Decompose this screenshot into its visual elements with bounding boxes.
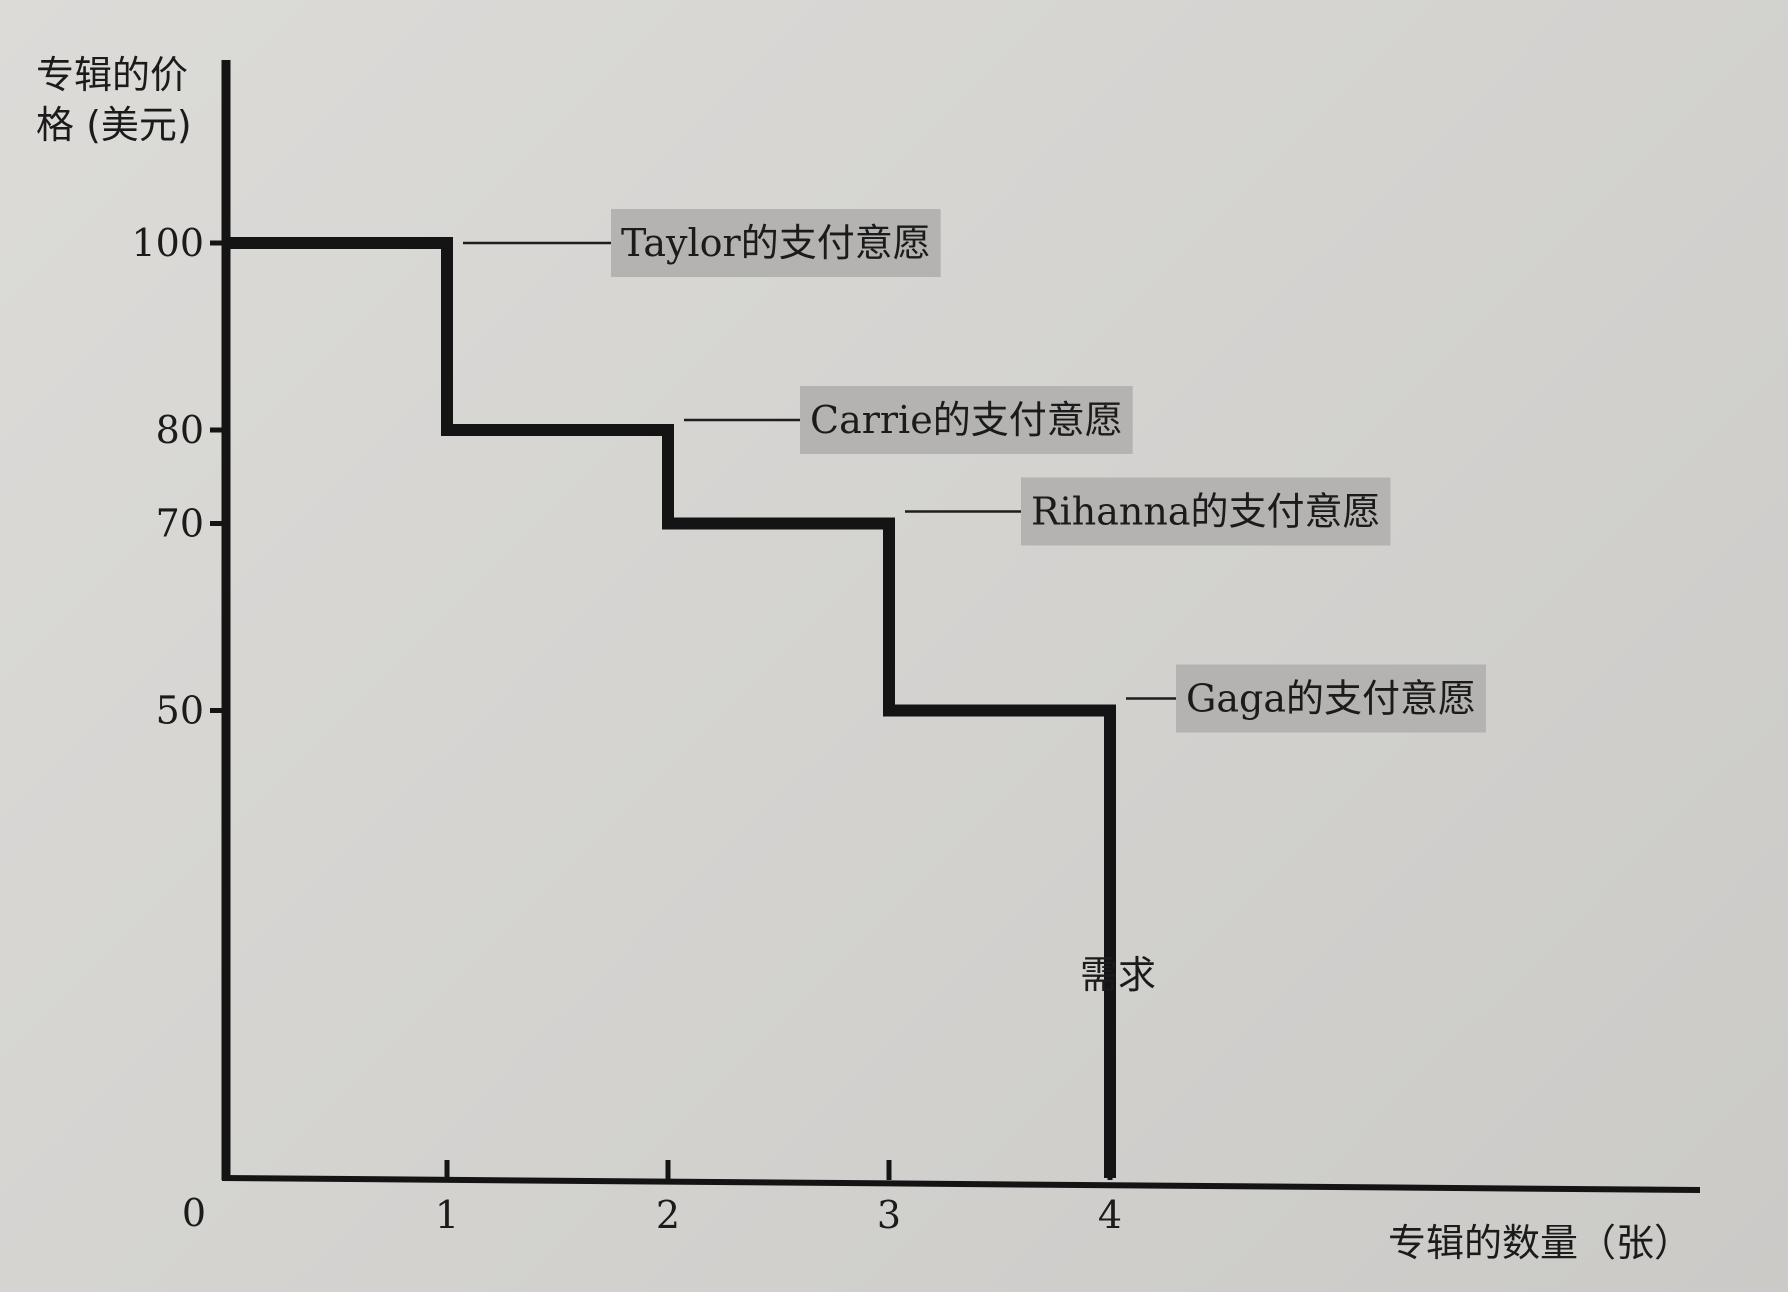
x-axis-title: 专辑的数量（张） (1388, 1221, 1692, 1265)
y-axis-title-line1: 专辑的价 (36, 53, 188, 97)
wtp-annotation-4: Gaga的支付意愿 (1126, 664, 1486, 733)
annotation-label-box (1176, 664, 1486, 733)
y-axis-title-line2: 格 (美元) (36, 103, 192, 147)
y-tick-label-70: 70 (156, 502, 204, 546)
y-tick-label-100: 100 (131, 221, 204, 265)
x-tick-label-3: 3 (877, 1193, 901, 1237)
wtp-annotation-1: Taylor的支付意愿 (463, 209, 941, 277)
x-tick-label-2: 2 (656, 1193, 680, 1237)
y-tick-label-80: 80 (156, 408, 204, 452)
annotation-label: Carrie的支付意愿 (810, 398, 1123, 442)
wtp-annotation-3: Rihanna的支付意愿 (905, 477, 1391, 546)
demand-step-line (226, 237, 1116, 1178)
x-axis (221, 1175, 1701, 1193)
annotation-label-box (1021, 477, 1391, 546)
annotation-label: Gaga的支付意愿 (1186, 677, 1476, 721)
origin-label: 0 (182, 1191, 206, 1235)
x-tick-label-4: 4 (1098, 1193, 1122, 1237)
demand-curve-label: 需求 (1080, 953, 1156, 997)
y-tick-label-50: 50 (156, 689, 204, 733)
wtp-annotation-2: Carrie的支付意愿 (684, 386, 1133, 454)
annotation-label: Rihanna的支付意愿 (1031, 490, 1381, 534)
x-tick-label-1: 1 (435, 1193, 459, 1237)
annotation-label-box (611, 209, 941, 277)
annotation-label-box (800, 386, 1133, 454)
annotation-label: Taylor的支付意愿 (621, 221, 931, 265)
